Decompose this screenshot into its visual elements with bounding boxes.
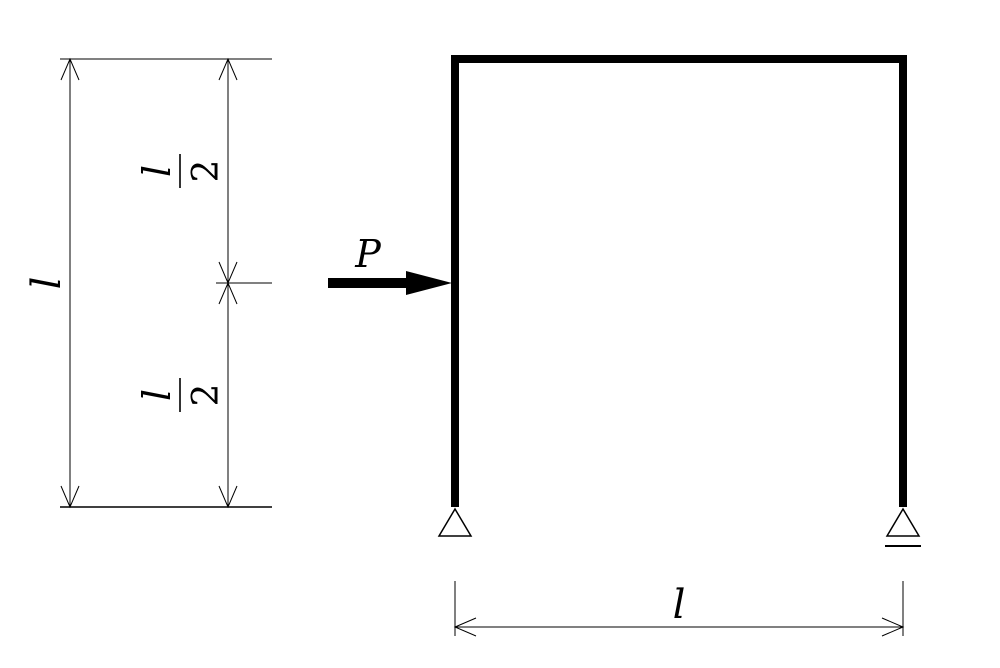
upper-half-denominator: 2 — [186, 160, 227, 183]
portal-frame — [451, 55, 907, 507]
arrowhead-up-icon — [218, 281, 238, 305]
span-dimension — [453, 581, 905, 637]
load-arrow-head — [406, 271, 452, 295]
roller-support-icon — [885, 507, 921, 547]
arrowhead-up-icon — [60, 57, 80, 81]
upper-half-fraction: l 2 — [135, 154, 227, 188]
arrowhead-up-icon — [218, 57, 238, 81]
pin-support-icon — [437, 507, 473, 537]
arrowhead-down-icon — [218, 485, 238, 509]
lower-half-fraction: l 2 — [135, 378, 227, 412]
lower-half-numerator: l — [135, 389, 179, 401]
span-label: l — [673, 582, 686, 628]
upper-half-numerator: l — [135, 165, 179, 177]
lower-half-denominator: 2 — [186, 384, 227, 407]
arrowhead-right-icon — [881, 617, 905, 637]
arrowhead-left-icon — [453, 617, 477, 637]
height-dimensions — [60, 57, 272, 509]
arrowhead-down-icon — [60, 485, 80, 509]
total-height-label: l — [24, 277, 70, 290]
load-label: P — [354, 232, 382, 276]
load-arrow-shaft — [328, 278, 410, 288]
load-arrow-icon — [328, 271, 452, 295]
